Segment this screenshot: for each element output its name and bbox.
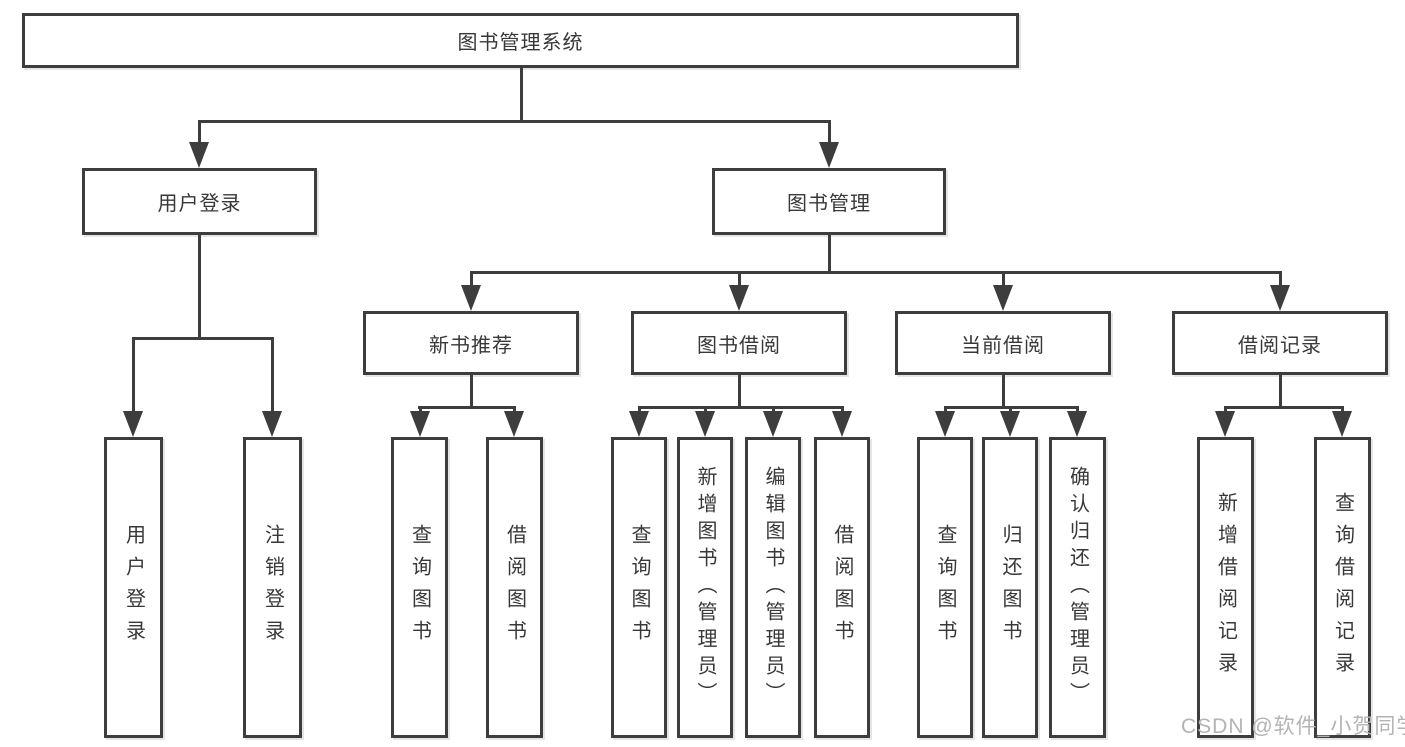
node-current-borrowing: 当前借阅	[895, 311, 1111, 375]
leaf-label: 新增图书（管理员）	[694, 466, 716, 709]
connector-current-borrowing-branch	[944, 406, 1079, 409]
leaf-label: 查询图书	[934, 523, 956, 652]
arrow-down-icon	[1000, 406, 1020, 437]
connector-new-book-stem	[470, 375, 473, 406]
leaf-edit-books-admin: 编辑图书（管理员）	[745, 437, 801, 738]
leaf-label: 借阅图书	[503, 523, 526, 652]
node-book-management: 图书管理	[712, 168, 946, 235]
arrow-down-icon	[819, 120, 839, 168]
arrow-down-icon	[123, 337, 143, 437]
connector-new-book-branch	[418, 406, 516, 409]
leaf-return-books: 归还图书	[982, 437, 1038, 738]
node-label: 借阅记录	[1238, 334, 1322, 357]
arrow-down-icon	[993, 271, 1013, 311]
connector-user-login-branch	[132, 337, 273, 340]
node-library-management-system: 图书管理系统	[22, 13, 1019, 68]
arrow-down-icon	[935, 406, 955, 437]
connector-book-borrowing-stem	[738, 375, 741, 406]
leaf-label: 新增借阅记录	[1214, 491, 1237, 684]
arrow-down-icon	[461, 271, 481, 311]
node-label: 用户登录	[157, 193, 242, 215]
connector-book-mgmt-branch	[470, 271, 1281, 274]
connector-current-borrowing-stem	[1002, 375, 1005, 406]
leaf-add-books-admin: 新增图书（管理员）	[677, 437, 733, 738]
connector-book-mgmt-stem	[828, 235, 831, 271]
node-label: 新书推荐	[429, 334, 513, 357]
arrow-down-icon	[729, 271, 749, 311]
leaf-borrow-books: 借阅图书	[814, 437, 870, 738]
leaf-label: 确认归还（管理员）	[1066, 466, 1089, 709]
leaf-label: 注销登录	[261, 523, 284, 652]
leaf-confirm-return-admin: 确认归还（管理员）	[1049, 437, 1106, 738]
leaf-query-books-current: 查询图书	[917, 437, 973, 738]
connector-borrowing-records-branch	[1224, 406, 1344, 409]
leaf-query-borrow-record: 查询借阅记录	[1314, 437, 1371, 738]
node-book-borrowing: 图书借阅	[631, 311, 847, 375]
node-label: 图书借阅	[697, 334, 781, 357]
leaf-query-books-recommendation: 查询图书	[391, 437, 448, 738]
arrow-down-icon	[1270, 271, 1290, 311]
arrow-down-icon	[189, 120, 209, 168]
connector-user-login-stem	[198, 235, 201, 337]
arrow-down-icon	[832, 406, 852, 437]
connector-root-stem	[520, 68, 523, 120]
watermark: CSDN @软件_小贺同学	[1181, 715, 1405, 738]
arrow-down-icon	[629, 406, 649, 437]
leaf-logout: 注销登录	[243, 437, 302, 738]
node-user-login: 用户登录	[82, 168, 317, 235]
arrow-down-icon	[504, 406, 524, 437]
leaf-query-books-borrowing: 查询图书	[611, 437, 667, 738]
leaf-label: 查询图书	[408, 523, 431, 652]
leaf-label: 查询借阅记录	[1331, 491, 1354, 684]
arrow-down-icon	[1215, 406, 1235, 437]
leaf-label: 借阅图书	[831, 523, 853, 652]
node-new-book-recommendation: 新书推荐	[363, 311, 579, 375]
node-label: 图书管理	[787, 193, 871, 215]
leaf-user-login: 用户登录	[104, 437, 163, 738]
leaf-label: 归还图书	[999, 523, 1021, 652]
connector-borrowing-records-stem	[1279, 375, 1282, 406]
node-label: 当前借阅	[961, 334, 1045, 357]
leaf-label: 查询图书	[628, 523, 650, 652]
arrow-down-icon	[410, 406, 430, 437]
connector-book-borrowing-branch	[638, 406, 844, 409]
leaf-label: 用户登录	[122, 523, 145, 652]
connector-root-branch	[198, 120, 831, 123]
leaf-add-borrow-record: 新增借阅记录	[1197, 437, 1254, 738]
arrow-down-icon	[763, 406, 783, 437]
arrow-down-icon	[1332, 406, 1352, 437]
node-label: 图书管理系统	[457, 32, 584, 54]
node-borrowing-records: 借阅记录	[1172, 311, 1388, 375]
leaf-label: 编辑图书（管理员）	[762, 466, 784, 709]
arrow-down-icon	[1067, 406, 1087, 437]
arrow-down-icon	[695, 406, 715, 437]
arrow-down-icon	[262, 337, 282, 437]
leaf-borrow-books-recommendation: 借阅图书	[486, 437, 543, 738]
